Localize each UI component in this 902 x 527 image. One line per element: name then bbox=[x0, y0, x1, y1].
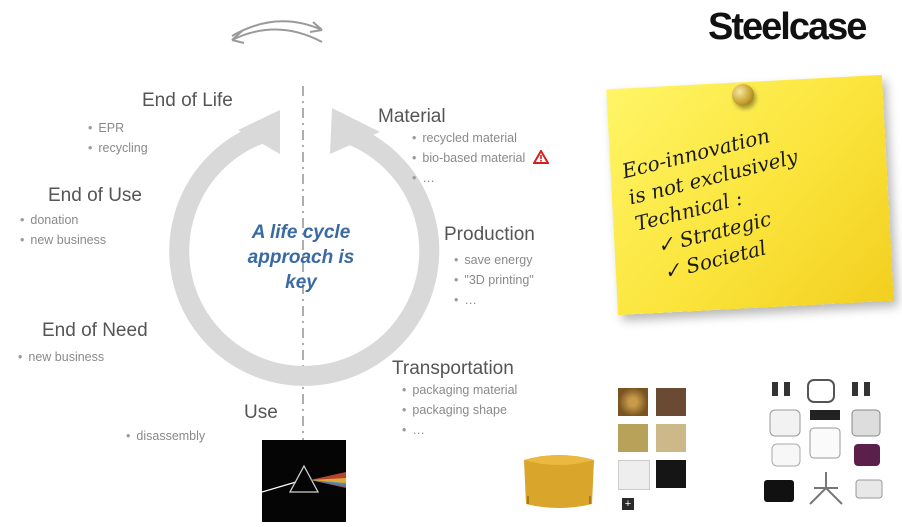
list-item: recycling bbox=[88, 138, 147, 158]
pouf-image bbox=[524, 455, 594, 508]
list-item: packaging material bbox=[402, 380, 517, 400]
list-item: new business bbox=[18, 347, 104, 367]
prism-album-image bbox=[261, 440, 346, 522]
stage-list-use: disassembly bbox=[126, 426, 205, 446]
stage-list-transportation: packaging material packaging shape … bbox=[402, 380, 517, 440]
center-caption-line: key bbox=[285, 272, 317, 293]
swatch-brown bbox=[656, 388, 686, 416]
swatch-black bbox=[656, 460, 686, 488]
plus-icon: + bbox=[622, 498, 634, 510]
list-item: "3D printing" bbox=[454, 270, 533, 290]
steelcase-logo: Steelcase bbox=[708, 6, 867, 48]
swatch-pattern bbox=[618, 388, 648, 416]
stage-list-end-of-use: donation new business bbox=[20, 210, 106, 250]
list-item: new business bbox=[20, 230, 106, 250]
prism-graphic bbox=[261, 464, 346, 493]
stage-title-production: Production bbox=[444, 224, 535, 245]
swatch-olive bbox=[618, 424, 648, 452]
stage-list-material: recycled material bio-based material … bbox=[412, 128, 550, 188]
sticky-note: Eco-innovation is not exclusively Techni… bbox=[606, 74, 894, 316]
list-item: disassembly bbox=[126, 426, 205, 446]
list-item: recycled material bbox=[412, 128, 549, 148]
swatch-white bbox=[618, 460, 650, 490]
stage-title-end-of-need: End of Need bbox=[42, 320, 148, 341]
stage-title-end-of-use: End of Use bbox=[48, 185, 142, 206]
stage-list-production: save energy "3D printing" … bbox=[454, 250, 534, 310]
list-item: … bbox=[412, 168, 549, 188]
cycle-arrow-icon bbox=[169, 108, 440, 386]
list-item: bio-based material bbox=[412, 148, 550, 168]
center-caption: A life cycle approach is key bbox=[228, 220, 374, 295]
list-item: … bbox=[454, 290, 534, 310]
sticky-note-text: Eco-innovation is not exclusively Techni… bbox=[619, 101, 885, 290]
stage-list-end-of-need: new business bbox=[18, 347, 104, 367]
stage-list-end-of-life: EPR recycling bbox=[88, 118, 148, 158]
list-item: EPR bbox=[88, 118, 148, 138]
center-caption-line: approach is bbox=[247, 247, 355, 268]
chair-parts-image bbox=[764, 379, 883, 505]
list-item: save energy bbox=[454, 250, 534, 270]
swap-arrows-icon bbox=[231, 20, 323, 44]
list-item-label: bio-based material bbox=[422, 151, 526, 165]
list-item: packaging shape bbox=[402, 400, 517, 420]
center-caption-line: A life cycle bbox=[251, 222, 351, 243]
stage-title-transportation: Transportation bbox=[392, 358, 514, 379]
list-item: donation bbox=[20, 210, 106, 230]
warning-icon bbox=[531, 149, 550, 164]
stage-title-end-of-life: End of Life bbox=[142, 90, 233, 111]
list-item: … bbox=[402, 420, 517, 440]
pin-icon bbox=[732, 84, 754, 106]
stage-title-use: Use bbox=[244, 402, 278, 423]
cycle-divider-line bbox=[302, 86, 304, 446]
stage-title-material: Material bbox=[378, 106, 446, 127]
swatch-beige bbox=[656, 424, 686, 452]
